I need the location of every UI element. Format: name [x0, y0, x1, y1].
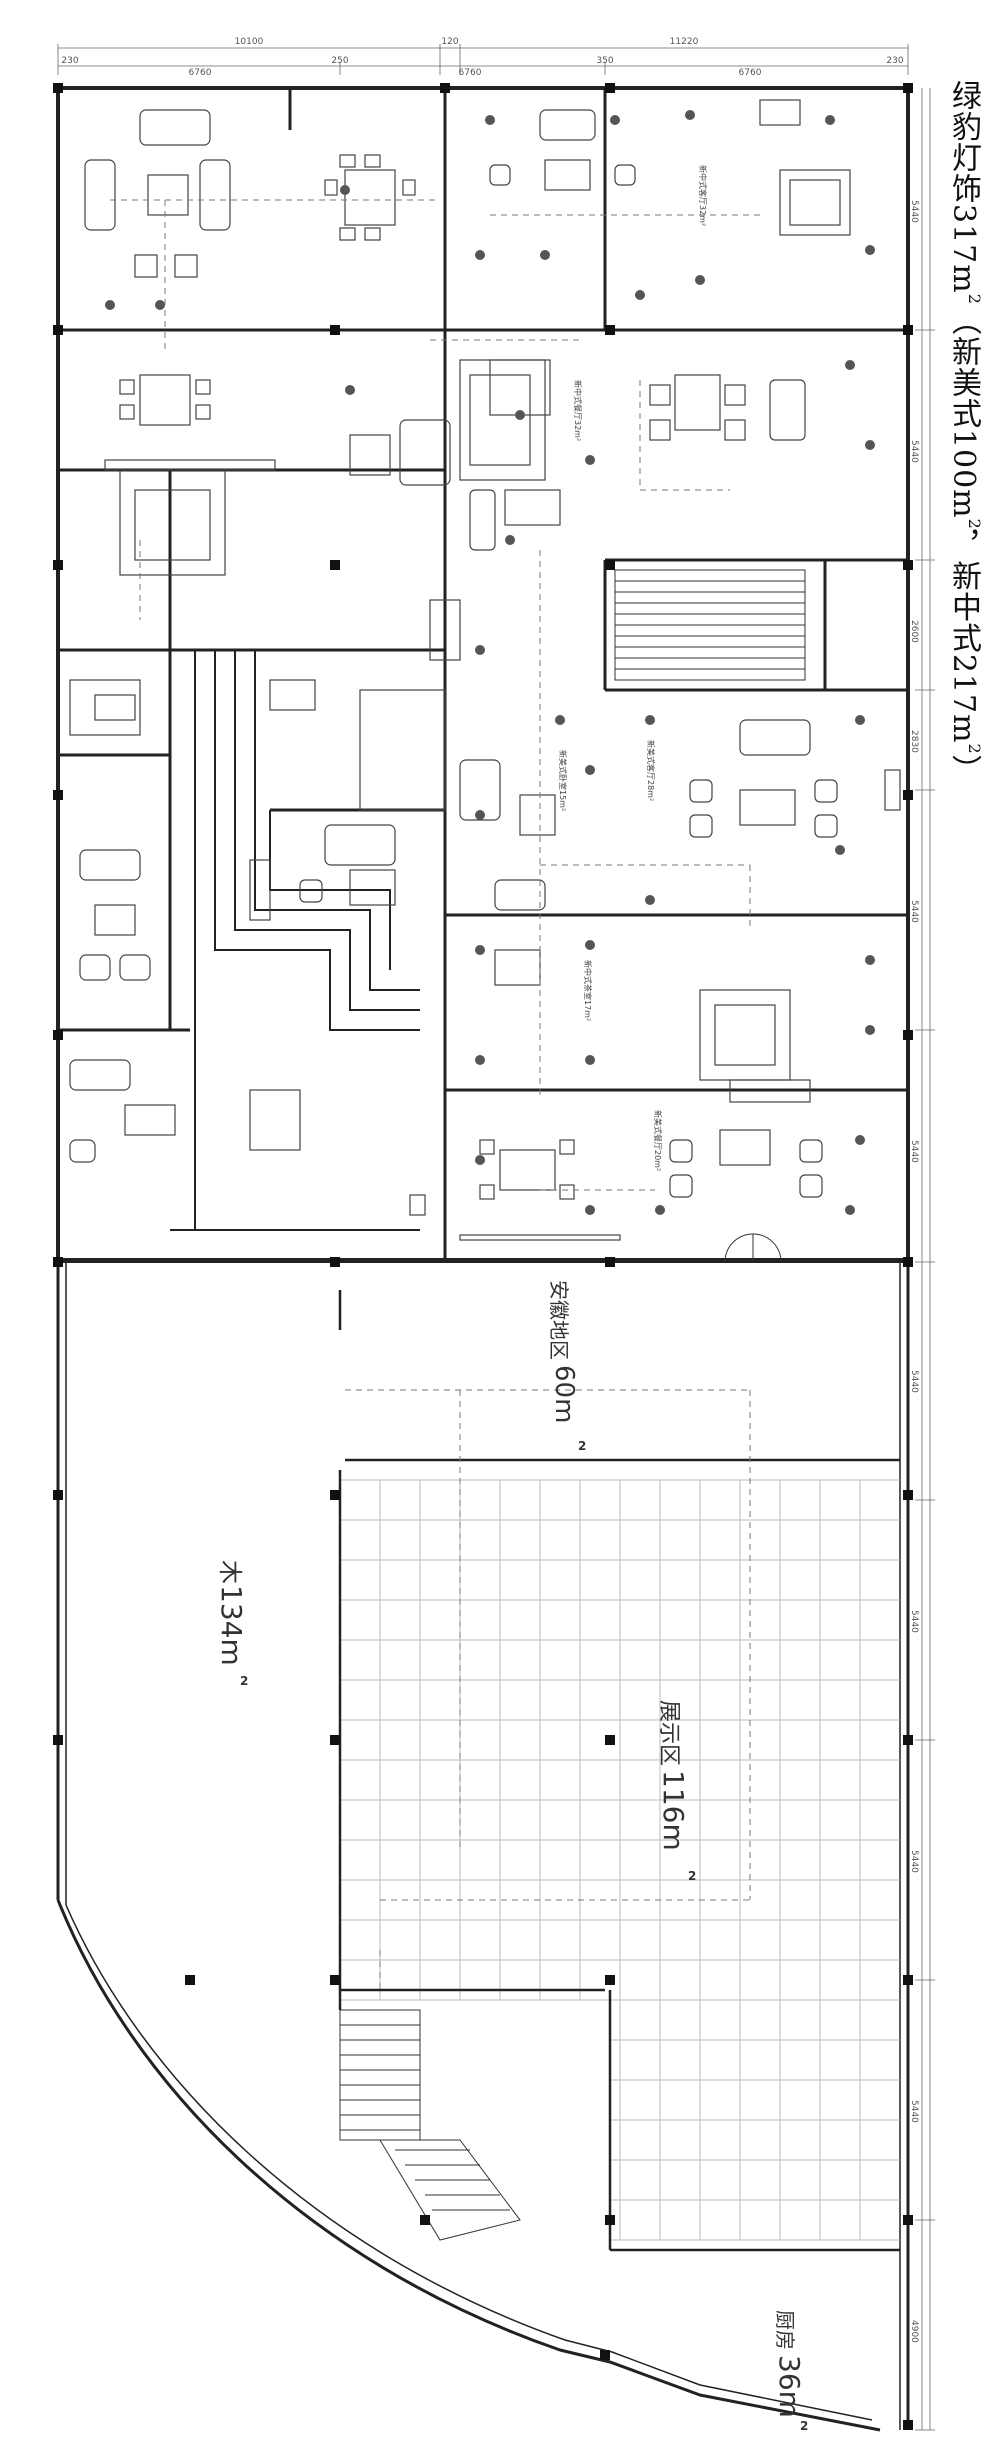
area-labels: 安徽地区 60m 2 木 134m 2 展示区 116m 2 厨房 36m 2 — [215, 1280, 808, 2433]
dim-mid-4: 6760 — [459, 68, 482, 78]
plan-title: 绿豹灯饰317m2（新美式100m2，新中式217m2） — [946, 80, 984, 786]
note-5: 新美式卧室15m² — [558, 750, 568, 811]
columns — [53, 83, 913, 2430]
rdim-9: 5440 — [909, 1850, 919, 1873]
rdim-6: 5440 — [909, 1140, 919, 1163]
dim-top-c: 11220 — [670, 37, 699, 47]
circulation-paths — [110, 199, 760, 1990]
dim-mid-2: 6760 — [189, 68, 212, 78]
title-main: 绿豹灯饰317 — [946, 80, 981, 265]
note-1: 新中式客厅32m² — [698, 165, 708, 226]
ceiling-lamps — [105, 110, 875, 1215]
area-label-4-name: 厨房 — [773, 2310, 797, 2350]
furniture — [69, 99, 901, 1241]
rdim-5: 5440 — [909, 900, 919, 923]
area-label-1-sup: 2 — [578, 1439, 586, 1453]
area-label-3-name: 展示区 — [656, 1700, 681, 1766]
dim-mid-6: 6760 — [739, 68, 762, 78]
note-6: 新美式餐厅20m² — [653, 1110, 663, 1171]
area-label-3-value: 116m — [657, 1770, 690, 1851]
title-detail-close: ） — [946, 754, 981, 786]
dimension-text: 10100 120 11220 230 6760 250 6760 350 67… — [61, 37, 903, 78]
title-detail-mid: ，新中式217 — [946, 529, 981, 715]
rdim-3: 2600 — [909, 620, 919, 643]
title-detail-open: （新美式100 — [946, 304, 981, 490]
corridor-lines — [170, 650, 420, 1231]
dim-top-a: 10100 — [235, 37, 264, 47]
rdim-1: 5440 — [909, 200, 919, 223]
area-label-2-sup: 2 — [240, 1674, 248, 1688]
dim-mid-1: 230 — [61, 56, 78, 66]
staircase-upper — [614, 569, 806, 681]
rdim-10: 5440 — [909, 2100, 919, 2123]
area-label-3-sup: 2 — [688, 1869, 696, 1883]
rdim-11: 4900 — [909, 2320, 919, 2343]
rdim-2: 5440 — [909, 440, 919, 463]
title-unit: m — [946, 264, 981, 294]
room-notes: 新中式客厅32m² 新中式餐厅32m² 新中式茶室17m² 新美式客厅28m² … — [558, 165, 708, 1171]
dim-mid-7: 230 — [886, 56, 903, 66]
area-label-1-name: 安徽地区 — [547, 1280, 571, 1360]
area-label-4-value: 36m — [773, 2355, 806, 2418]
outer-walls — [56, 86, 910, 2432]
rdim-8: 5440 — [909, 1610, 919, 1633]
note-3: 新中式茶室17m² — [583, 960, 593, 1021]
dim-mid-3: 250 — [331, 56, 348, 66]
dim-top-b: 120 — [441, 37, 458, 47]
interior-walls — [58, 88, 908, 1262]
note-2: 新中式餐厅32m² — [573, 380, 583, 441]
title-sup: 2 — [965, 293, 984, 305]
area-label-2-value: 134m — [215, 1585, 248, 1666]
area-label-2-name: 木 — [216, 1560, 244, 1584]
rdim-4: 2830 — [909, 730, 919, 753]
area-label-1-value: 60m — [549, 1365, 579, 1423]
entrance-door — [724, 1233, 782, 1263]
dimension-lines — [57, 44, 935, 2431]
staircase-lower — [339, 2009, 521, 2241]
rdim-7: 5440 — [909, 1370, 919, 1393]
note-4: 新美式客厅28m² — [646, 740, 656, 801]
tile-grid — [340, 1479, 900, 2241]
dim-mid-5: 350 — [596, 56, 613, 66]
right-dimension-text: 5440 5440 2600 2830 5440 5440 5440 5440 … — [909, 200, 919, 2343]
area-label-4-sup: 2 — [800, 2419, 808, 2433]
